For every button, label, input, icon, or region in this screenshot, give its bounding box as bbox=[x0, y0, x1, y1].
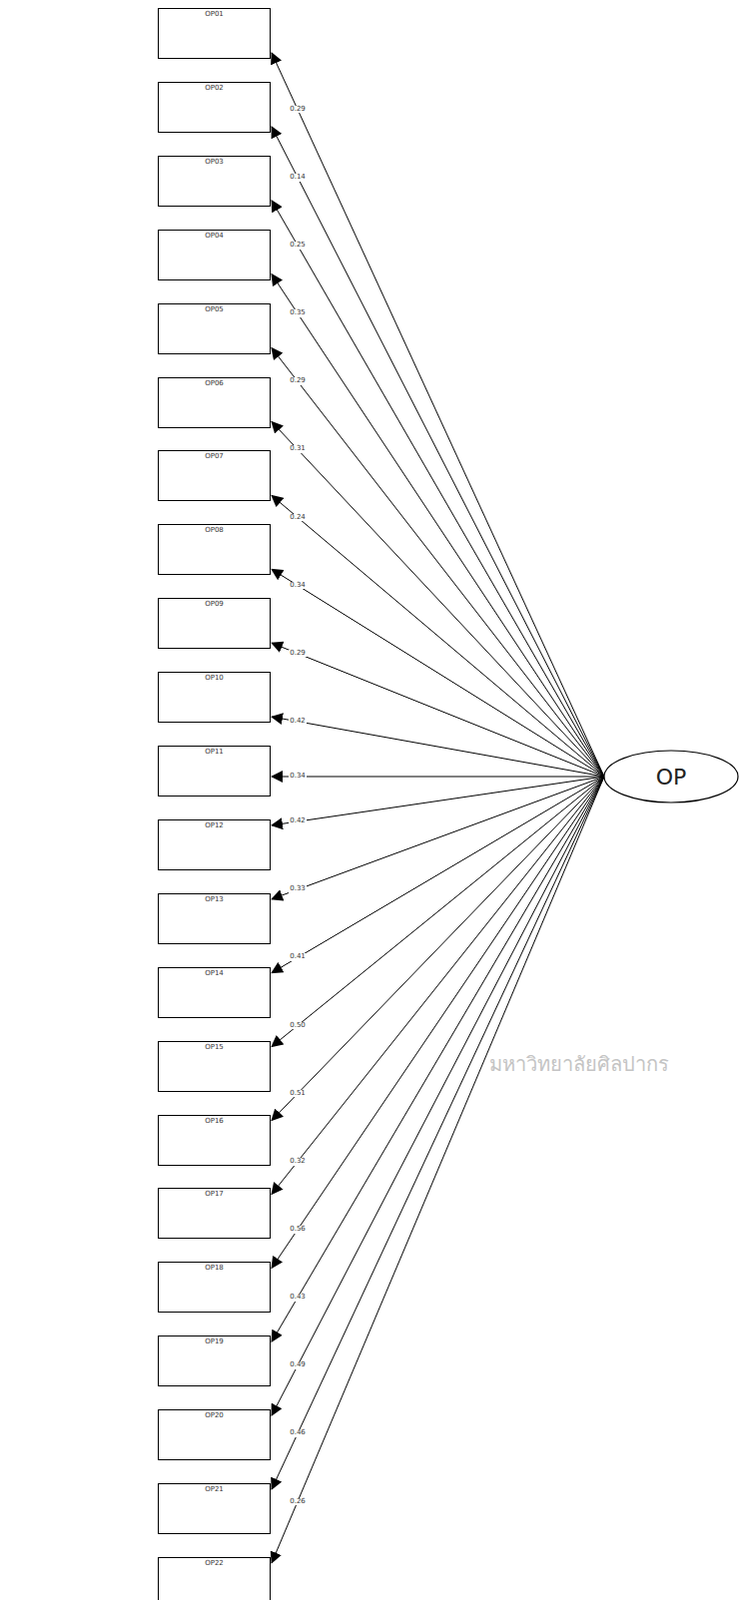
indicator-name: OP19 bbox=[158, 1337, 270, 1348]
loading-arrow bbox=[271, 126, 605, 777]
indicator-box: OP01 bbox=[157, 7, 271, 59]
indicator-name: OP11 bbox=[158, 746, 270, 757]
indicator-name: OP12 bbox=[158, 820, 270, 831]
indicator-name: OP22 bbox=[158, 1558, 270, 1569]
loading-arrow bbox=[271, 776, 605, 1564]
loading-arrow bbox=[271, 348, 605, 777]
loading-value: 0.46 bbox=[288, 1430, 307, 1439]
indicator-name: OP02 bbox=[158, 82, 270, 93]
loading-value: 0.32 bbox=[288, 1158, 307, 1167]
loading-value: 0.42 bbox=[288, 817, 307, 826]
loading-value: 0.14 bbox=[288, 173, 307, 182]
indicator-box: OP09 bbox=[157, 598, 271, 650]
loading-arrow bbox=[271, 776, 605, 1417]
loading-arrow bbox=[271, 776, 605, 778]
indicator-box: OP02 bbox=[157, 81, 271, 133]
latent-ellipse: OP bbox=[603, 749, 740, 804]
indicator-name: OP20 bbox=[158, 1411, 270, 1422]
indicator-name: OP05 bbox=[158, 304, 270, 315]
loading-value: 0.29 bbox=[288, 105, 307, 114]
watermark-text: มหาวิทยาลัยศิลปากร bbox=[489, 1048, 670, 1081]
loading-arrow bbox=[271, 643, 605, 777]
loading-arrow bbox=[271, 776, 605, 900]
indicator-box: OP10 bbox=[157, 672, 271, 724]
loading-value: 0.42 bbox=[288, 718, 307, 727]
indicator-box: OP12 bbox=[157, 819, 271, 871]
indicator-name: OP15 bbox=[158, 1042, 270, 1053]
latent-name: OP bbox=[603, 749, 740, 804]
loading-value: 0.56 bbox=[288, 1226, 307, 1235]
indicator-name: OP10 bbox=[158, 673, 270, 684]
loading-arrow bbox=[271, 776, 605, 1195]
indicator-box: OP17 bbox=[157, 1188, 271, 1240]
loading-arrow bbox=[271, 274, 605, 777]
indicator-box: OP20 bbox=[157, 1410, 271, 1462]
indicator-box: OP22 bbox=[157, 1557, 271, 1600]
indicator-name: OP08 bbox=[158, 525, 270, 536]
loading-value: 0.26 bbox=[288, 1498, 307, 1507]
indicator-box: OP13 bbox=[157, 893, 271, 945]
loading-value: 0.34 bbox=[288, 772, 307, 781]
loading-value: 0.51 bbox=[288, 1090, 307, 1099]
indicator-box: OP07 bbox=[157, 450, 271, 502]
loading-value: 0.31 bbox=[288, 445, 307, 454]
loading-value: 0.34 bbox=[288, 582, 307, 591]
loading-value: 0.29 bbox=[288, 377, 307, 386]
loading-arrow bbox=[271, 422, 605, 778]
indicator-name: OP03 bbox=[158, 156, 270, 167]
indicator-box: OP06 bbox=[157, 377, 271, 429]
indicator-box: OP18 bbox=[157, 1262, 271, 1314]
indicator-name: OP17 bbox=[158, 1189, 270, 1200]
indicator-name: OP13 bbox=[158, 894, 270, 905]
loading-arrow bbox=[271, 495, 605, 777]
loading-arrow bbox=[271, 776, 605, 974]
loading-value: 0.43 bbox=[288, 1294, 307, 1303]
loading-value: 0.35 bbox=[288, 309, 307, 318]
loading-arrow bbox=[271, 776, 605, 1048]
indicator-name: OP07 bbox=[158, 451, 270, 462]
indicator-box: OP04 bbox=[157, 229, 271, 281]
indicator-name: OP09 bbox=[158, 599, 270, 610]
loading-arrow bbox=[271, 717, 605, 777]
loading-value: 0.49 bbox=[288, 1362, 307, 1371]
indicator-box: OP19 bbox=[157, 1336, 271, 1388]
loading-arrow bbox=[271, 569, 605, 777]
loading-value: 0.41 bbox=[288, 953, 307, 962]
loading-value: 0.33 bbox=[288, 885, 307, 894]
indicator-name: OP21 bbox=[158, 1484, 270, 1495]
loading-value: 0.25 bbox=[288, 241, 307, 250]
indicator-name: OP04 bbox=[158, 230, 270, 241]
indicator-box: OP11 bbox=[157, 745, 271, 797]
indicator-name: OP16 bbox=[158, 1116, 270, 1127]
loading-arrow bbox=[271, 776, 605, 826]
loading-value: 0.24 bbox=[288, 514, 307, 523]
indicator-box: OP05 bbox=[157, 303, 271, 355]
indicator-box: OP03 bbox=[157, 155, 271, 207]
indicator-name: OP06 bbox=[158, 378, 270, 389]
loading-arrow bbox=[271, 776, 605, 1490]
indicator-box: OP15 bbox=[157, 1041, 271, 1093]
indicator-box: OP14 bbox=[157, 967, 271, 1019]
loading-value: 0.50 bbox=[288, 1022, 307, 1031]
indicator-box: OP21 bbox=[157, 1483, 271, 1535]
indicator-name: OP14 bbox=[158, 968, 270, 979]
loading-arrow bbox=[271, 200, 605, 777]
indicator-box: OP16 bbox=[157, 1115, 271, 1167]
loading-arrow bbox=[271, 776, 605, 1269]
loading-value: 0.29 bbox=[288, 650, 307, 659]
indicator-name: OP01 bbox=[158, 8, 270, 19]
indicator-box: OP08 bbox=[157, 524, 271, 576]
indicator-name: OP18 bbox=[158, 1263, 270, 1274]
loading-arrow bbox=[271, 52, 605, 777]
